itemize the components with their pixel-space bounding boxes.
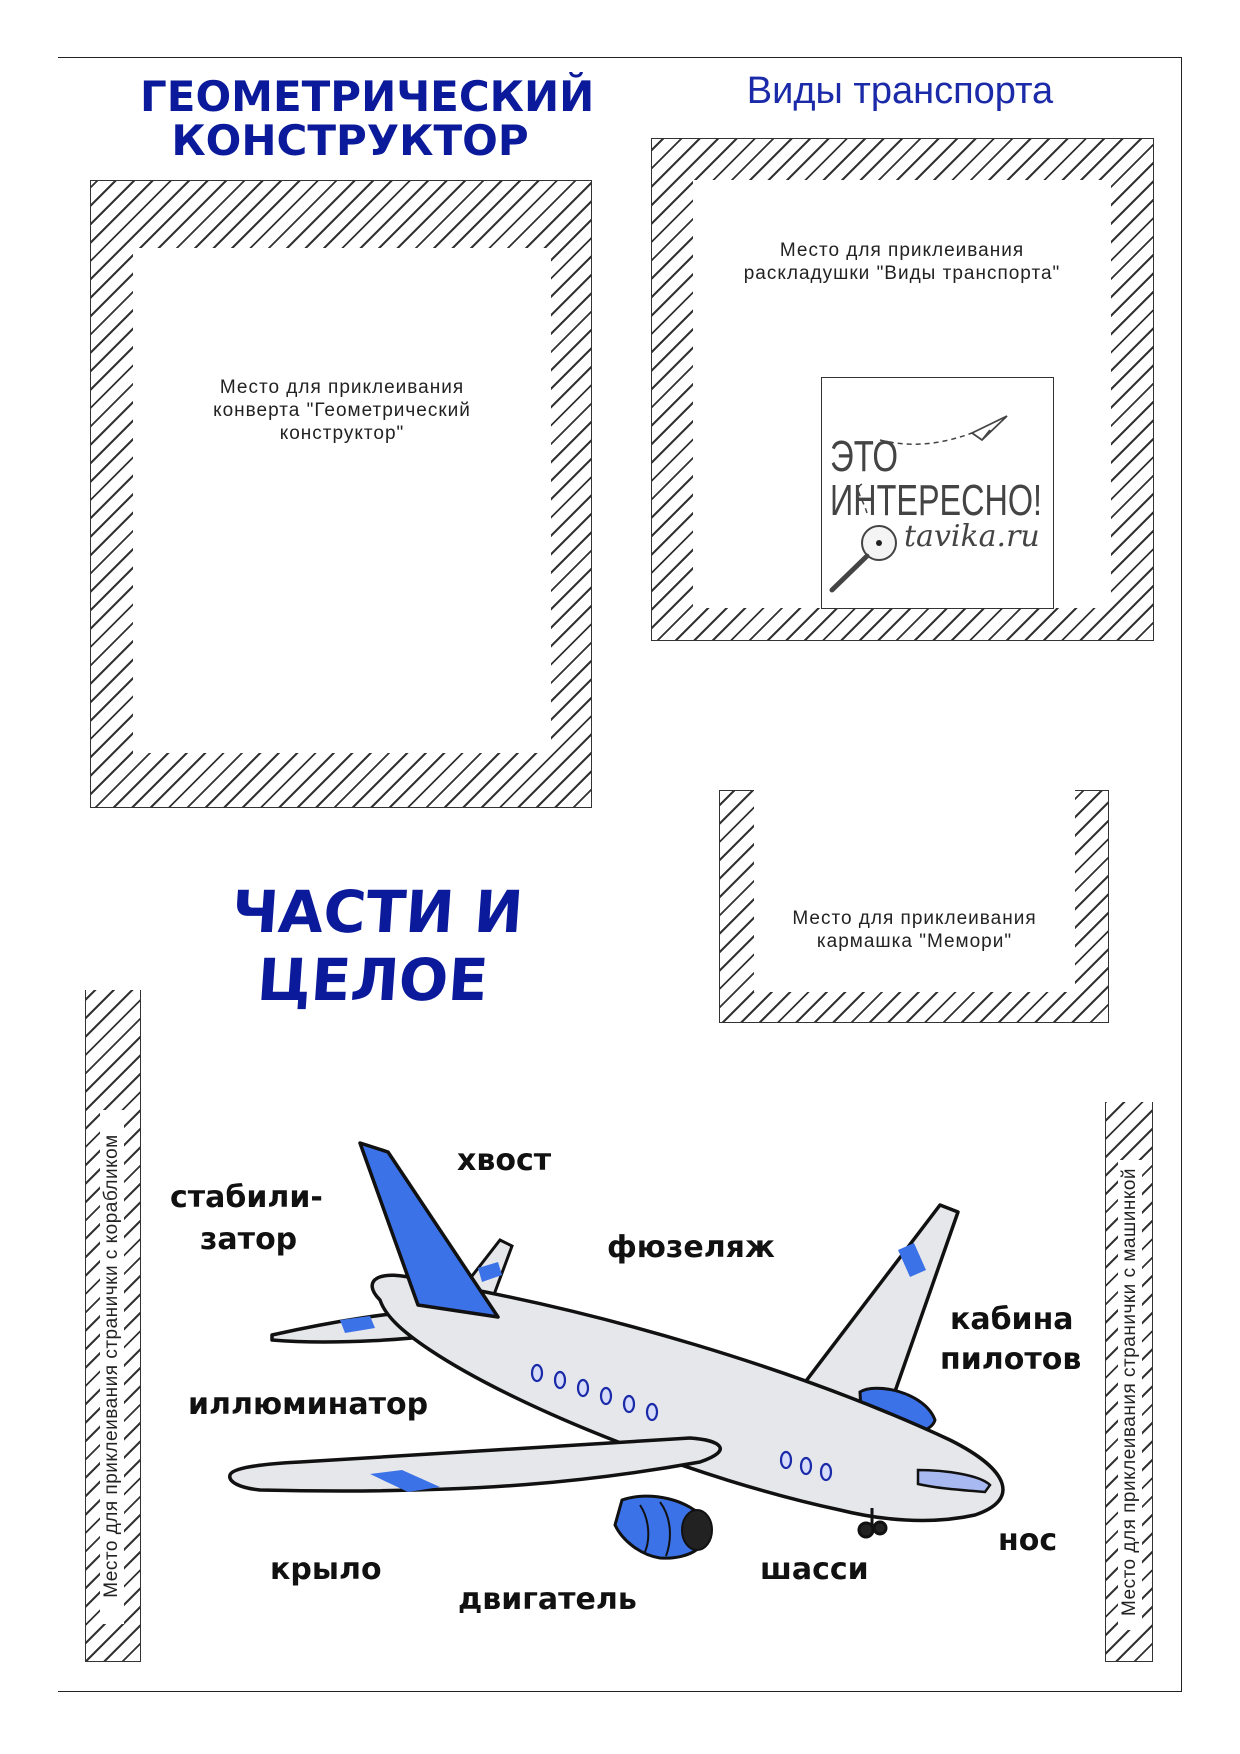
note-line: Место для приклеивания [792, 908, 1037, 929]
left-engine-icon [613, 1494, 713, 1560]
logo-line2: ИНТЕРЕСНО! [830, 476, 1042, 525]
label-fuselage: фюзеляж [607, 1230, 775, 1265]
memory-pocket-note: Место для приклеивания кармашка "Мемори" [754, 908, 1075, 954]
page-frame [58, 57, 1182, 1692]
label-cockpit-2: пилотов [940, 1342, 1082, 1377]
label-stabilizer-2: затор [200, 1222, 298, 1257]
logo: ЭТО ИНТЕРЕСНО! tavika.ru [821, 377, 1054, 609]
right-vertical-slot-inner [1118, 1160, 1142, 1630]
label-cockpit-1: кабина [950, 1302, 1074, 1337]
porthole-icons [530, 1363, 833, 1482]
tail-fin [358, 1141, 500, 1319]
geometric-envelope-note: Место для приклеивания конверта "Геометр… [133, 377, 551, 445]
note-line: кармашка "Мемори" [816, 930, 1013, 952]
label-tail: хвост [457, 1143, 552, 1178]
geometric-heading-line1: ГЕОМЕТРИЧЕСКИЙ [140, 72, 595, 121]
transport-heading: Виды транспорта [746, 70, 1054, 112]
logo-graphic: ЭТО ИНТЕРЕСНО! tavika.ru [829, 415, 1042, 593]
label-stabilizer-1: стабили- [170, 1180, 323, 1215]
geometric-heading: ГЕОМЕТРИЧЕСКИЙ КОНСТРУКТОР [140, 72, 595, 165]
logo-site: tavika.ru [904, 519, 1040, 554]
note-line: Место для приклеивания [219, 377, 465, 398]
cockpit-window [916, 1468, 992, 1494]
label-gear: шасси [760, 1552, 869, 1587]
fuselage [370, 1273, 1005, 1523]
note-line: Место для приклеивания [779, 240, 1025, 261]
transport-fold-note: Место для приклеивания раскладушки "Виды… [693, 240, 1111, 286]
geometric-envelope-slot-inner [133, 248, 551, 753]
note-line: конструктор" [279, 422, 405, 444]
lower-wing [228, 1436, 722, 1493]
label-engine: двигатель [458, 1582, 637, 1617]
logo-line1: ЭТО [830, 432, 898, 481]
note-line: раскладушки "Виды транспорта" [743, 262, 1061, 284]
paper-plane-icon [970, 415, 1008, 442]
label-window: иллюминатор [188, 1387, 429, 1422]
left-vertical-slot-inner [100, 1110, 124, 1624]
label-wing: крыло [270, 1552, 382, 1587]
memory-pocket-slot-inner [754, 785, 1075, 992]
landing-gear-icon [857, 1508, 888, 1539]
geometric-heading-line2: КОНСТРУКТОР [171, 116, 529, 165]
note-line: конверта "Геометрический [213, 399, 471, 421]
label-nose: нос [998, 1523, 1058, 1558]
